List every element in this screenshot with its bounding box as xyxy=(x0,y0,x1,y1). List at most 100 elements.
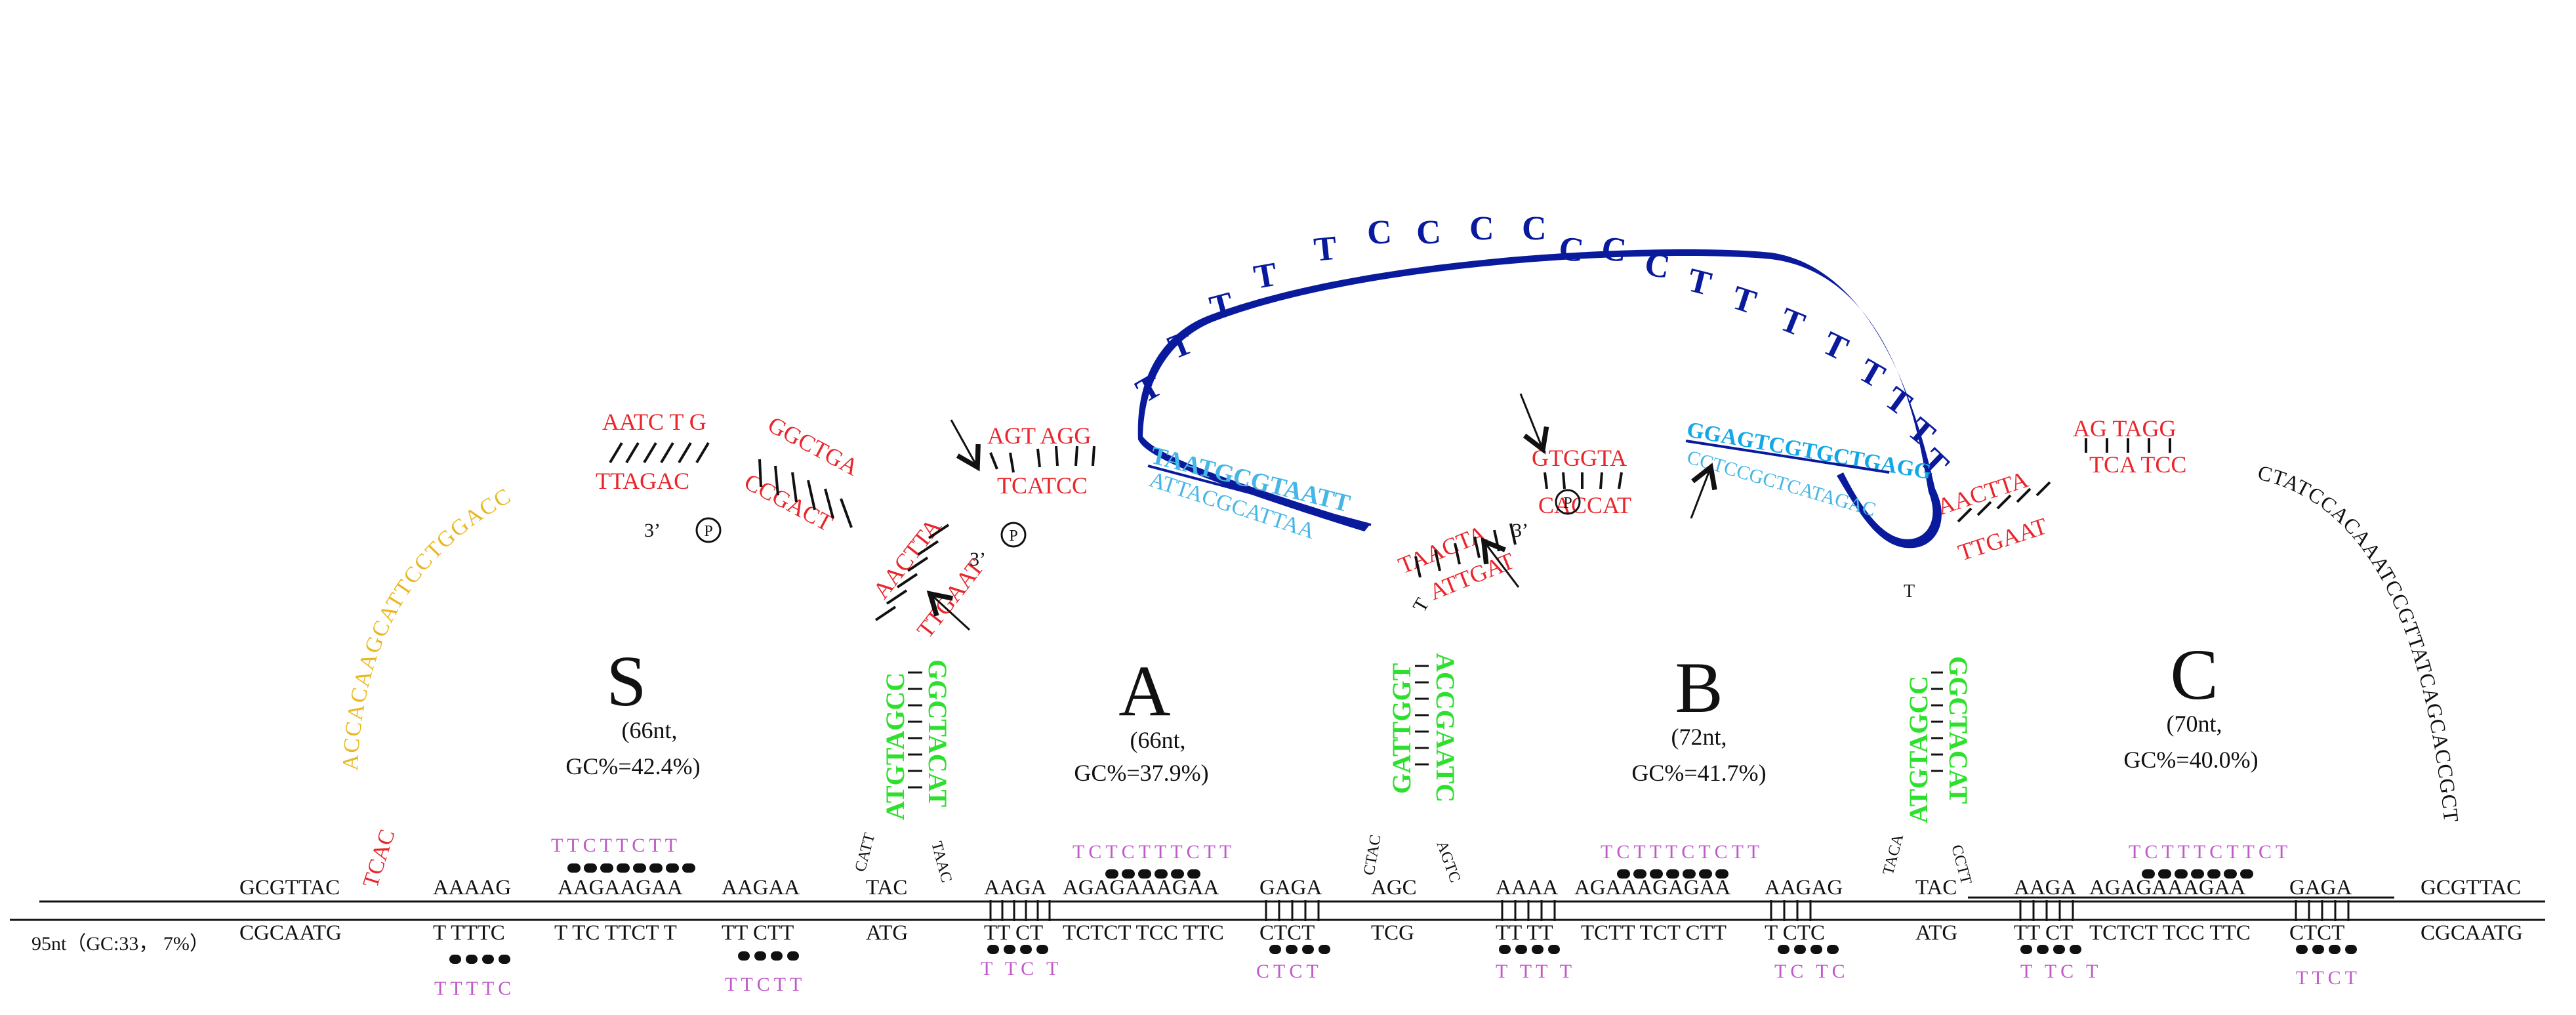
top-seq: TAC xyxy=(866,876,907,900)
probe-a: TAATGCGTAATT ATTACGCATTAA xyxy=(1147,442,1372,544)
top-seq: AGAAAGAGAA xyxy=(1574,876,1730,900)
bottom-seq: CTCT xyxy=(1259,921,1315,945)
duplex-bottom-sequences: T TTTC T TC TTCT T TT CTT ATG TT CT TCTC… xyxy=(433,921,2344,945)
b-arm-t-left: T xyxy=(1408,594,1433,615)
triplex-bottom: T TC T xyxy=(2020,961,2102,982)
stem3-left: ATGTAGCC xyxy=(1904,676,1933,823)
stem1-left: ATGTAGCC xyxy=(880,673,910,820)
bottom-seq: T CTC xyxy=(1765,921,1825,945)
triplex-bottom: T TC T xyxy=(981,958,1062,980)
template-right-top: GCGTTAC xyxy=(2421,876,2521,900)
duplex-top-sequences: AAAAG AAGAAGAA AAGAA TAC AAGA AGAGAAAGAA… xyxy=(433,876,2352,900)
region-labels: S (66nt, GC%=42.4%) A (66nt, GC%=37.9%) … xyxy=(565,634,2258,786)
region-letter-s: S xyxy=(606,641,646,721)
region-letter-a: A xyxy=(1118,651,1170,731)
top-seq: AAGA xyxy=(984,876,1046,900)
s-arm-top1: AATC T G xyxy=(602,409,706,435)
nick-arrows xyxy=(926,393,1717,631)
base-pair-ticks xyxy=(989,900,2350,921)
dot-row-top-s xyxy=(567,863,695,873)
b-arm-top2: GTGGTA xyxy=(1532,445,1627,471)
linker-letter: T xyxy=(1251,256,1280,297)
bottom-seq: TT CTT xyxy=(722,921,794,945)
bottom-seq: TCTCT TCC TTC xyxy=(2089,921,2251,945)
top-seq: AAAAG xyxy=(433,876,511,900)
a-arm-bot2: TCATCC xyxy=(997,472,1088,499)
dot-row-top-b xyxy=(1617,869,1728,879)
top-seq: AGAGAAAGAA xyxy=(2089,876,2245,900)
top-seq: GAGA xyxy=(2289,876,2352,900)
triplex-bottom: TTCT xyxy=(2296,967,2361,989)
linker-letter: C xyxy=(1557,230,1585,270)
loop-label: TACA xyxy=(1880,832,1908,877)
c-arm-bot2: TCA TCC xyxy=(2089,451,2186,478)
phosphate-icon xyxy=(1555,489,1581,515)
phosphate-label: P xyxy=(1009,528,1017,545)
a-arm-bonds xyxy=(874,445,1095,621)
stem1-right: GGCTACAT xyxy=(923,659,952,808)
phosphate-label: P xyxy=(1563,495,1572,512)
linker-letters: T T T T T C C C C C C C T T T T T T T T xyxy=(1130,210,1956,484)
linker-letter: C xyxy=(1600,230,1628,270)
arrow-icon xyxy=(926,590,971,631)
probe-a-underline xyxy=(1147,465,1372,526)
bottom-seq: TT CT xyxy=(984,921,1043,945)
linker-letter: C xyxy=(1366,213,1393,252)
linker-letter: T xyxy=(1130,367,1169,411)
linker-letter: T xyxy=(1775,300,1810,344)
region-length-a: (66nt, xyxy=(1130,727,1186,753)
top-seq: GAGA xyxy=(1259,876,1322,900)
linker-letter: T xyxy=(1312,230,1338,269)
a-arm-top1: AACTTA xyxy=(868,514,947,604)
s-arm-top2: GGCTGA xyxy=(764,411,863,481)
triplex-bottom: T TT T xyxy=(1496,961,1576,982)
top-seq: AGC xyxy=(1371,876,1417,900)
triplex-top-c: TCTTTCTTCT xyxy=(2129,841,2291,863)
stem3-right: GGCTACAT xyxy=(1944,656,1973,804)
bottom-seq: TT CT xyxy=(2014,921,2073,945)
region-length-b: (72nt, xyxy=(1671,724,1727,750)
a-arm-prime: 3’ xyxy=(970,549,986,570)
top-seq: AAGAA xyxy=(722,876,800,900)
top-seq: AGAGAAAGAA xyxy=(1063,876,1219,900)
dot-row-top-a xyxy=(1105,869,1200,879)
c-arm-t-end: T xyxy=(1904,581,1915,602)
c-arm-bonds xyxy=(1957,438,2171,523)
s-arm-bonds xyxy=(609,442,853,528)
linker-letter: C xyxy=(1522,210,1547,247)
bottom-seq: TCTT TCT CTT xyxy=(1581,921,1727,945)
linker-letter: T xyxy=(1727,279,1761,321)
template-duplex xyxy=(10,896,2545,921)
top-seq: AAGAG xyxy=(1765,876,1843,900)
bottom-seq: T TC TTCT T xyxy=(554,921,677,945)
s-arm: AATC T G TTAGAC GGCTGA CCGACT xyxy=(596,409,863,537)
stem-bonds xyxy=(908,665,1943,789)
region-gc-b: GC%=41.7%) xyxy=(1631,760,1766,786)
s-arm-bot2: CCGACT xyxy=(740,468,837,537)
yellow-arc-sequence: ACCACAAGCATTCCTGGACC xyxy=(338,484,516,771)
dot-row-top-c xyxy=(2142,869,2253,879)
triplex-bottom: TC TC xyxy=(1774,961,1849,982)
right-arc-sequence: CTATCCACAAATCCGTTATCAGCACCGCT xyxy=(2255,461,2463,824)
arrow-icon xyxy=(1481,537,1520,588)
linker-letter: C xyxy=(1416,213,1442,252)
bottom-seq: TCG xyxy=(1371,921,1414,945)
green-stems: ATGTAGCC GGCTACAT GATTGGT ACCGAATC ATGTA… xyxy=(880,653,1973,823)
region-gc-a: GC%=37.9%) xyxy=(1074,760,1208,786)
stem2-left: GATTGGT xyxy=(1387,663,1416,794)
top-seq: AAGA xyxy=(2014,876,2076,900)
triplex-top-s: TTCTTCTT xyxy=(551,835,681,856)
phosphate-icon xyxy=(695,517,722,543)
linker-letter: T xyxy=(1684,261,1715,303)
bottom-seq: TCTCT TCC TTC xyxy=(1063,921,1224,945)
bottom-seq: TT TT xyxy=(1496,921,1553,945)
c-arm-top2: AG TAGG xyxy=(2073,415,2176,442)
linker-letter: T xyxy=(1817,325,1854,368)
region-gc-s: GC%=42.4%) xyxy=(565,753,700,779)
bottom-seq: ATG xyxy=(866,921,908,945)
stem2-right: ACCGAATC xyxy=(1431,653,1460,802)
loop-label: AGTC xyxy=(1433,839,1463,884)
linker-letter: T xyxy=(1878,380,1919,424)
template-label: 95nt（GC:33， 7%） xyxy=(31,933,209,955)
